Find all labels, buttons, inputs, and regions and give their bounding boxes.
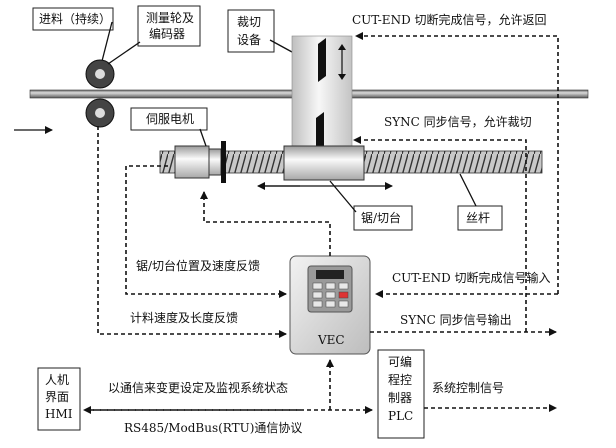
- hmi-l3: HMI: [45, 407, 73, 421]
- hmi-box: 人机 界面 HMI: [37, 367, 81, 431]
- feed-label-box: 进料（持续）: [32, 7, 114, 31]
- drive-to-servo-path: [200, 191, 331, 256]
- plc-l4: PLC: [388, 409, 413, 423]
- cut-end-signal-top: CUT-END 切断完成信号，允许返回: [352, 12, 547, 27]
- encoder-label-l1: 测量轮及: [146, 11, 194, 25]
- encoder-label-l2: 编码器: [149, 26, 185, 41]
- saw-table-block: [283, 145, 365, 181]
- saw-table-label: 锯/切台: [361, 210, 401, 225]
- sync-output-label: SYNC 同步信号输出: [400, 312, 512, 327]
- lead-screw-label: 丝杆: [466, 211, 490, 225]
- feedback-pos-label: 锯/切台位置及速度反馈: [136, 258, 260, 273]
- feed-label: 进料（持续）: [39, 11, 111, 26]
- plc-l1: 可编: [388, 354, 412, 369]
- cut-device-l1: 裁切: [237, 15, 261, 29]
- sync-to-cutter-path: [353, 136, 527, 332]
- cut-device-label-box: 裁切 设备: [227, 9, 275, 53]
- lead-screw-label-box: 丝杆: [457, 205, 503, 231]
- encoder-label-box: 测量轮及 编码器: [137, 5, 201, 47]
- feedback-len-label: 计料速度及长度反馈: [130, 310, 238, 325]
- cut-end-return-path: [355, 32, 559, 294]
- plc-box: 可编 程控 制器 PLC: [377, 349, 425, 439]
- plc-l3: 制器: [388, 391, 412, 405]
- comm-desc-label: 以通信来变更设定及监视系统状态: [108, 380, 288, 395]
- cutter-column: [291, 35, 353, 149]
- servo-label-box: 伺服电机: [130, 107, 208, 131]
- saw-table-label-box: 锯/切台: [353, 205, 413, 231]
- protocol-label: RS485/ModBus(RTU)通信协议: [124, 420, 302, 435]
- plc-l2: 程控: [388, 372, 412, 387]
- sync-signal-top: SYNC 同步信号，允许裁切: [384, 114, 532, 129]
- servo-label: 伺服电机: [146, 112, 194, 126]
- position-feedback-path: [125, 166, 287, 298]
- sys-ctrl-label: 系统控制信号: [432, 381, 504, 395]
- vec-drive: VEC: [289, 255, 371, 355]
- servo-motor: [174, 141, 226, 183]
- vec-label: VEC: [317, 333, 345, 347]
- hmi-l1: 人机: [45, 373, 69, 387]
- cut-device-l2: 设备: [237, 33, 261, 47]
- cut-end-input-label: CUT-END 切断完成信号输入: [392, 270, 551, 285]
- hmi-l2: 界面: [45, 390, 69, 404]
- encoder-wheels: [85, 59, 115, 128]
